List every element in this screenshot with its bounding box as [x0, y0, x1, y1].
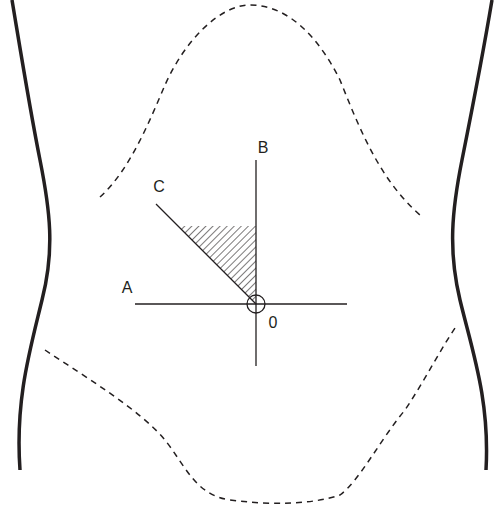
axis-line — [135, 303, 347, 304]
axis-label: C — [153, 179, 165, 195]
axis-label: B — [258, 140, 269, 156]
body-outline — [453, 0, 492, 470]
costal-margin — [100, 5, 420, 215]
axis-label: 0 — [269, 315, 278, 331]
axis-line — [255, 160, 256, 366]
umbilicus-circle — [247, 295, 265, 313]
body-outline — [12, 0, 50, 470]
axis-label: A — [122, 280, 133, 296]
axis-line — [156, 204, 256, 304]
pelvic-outline — [45, 325, 457, 503]
